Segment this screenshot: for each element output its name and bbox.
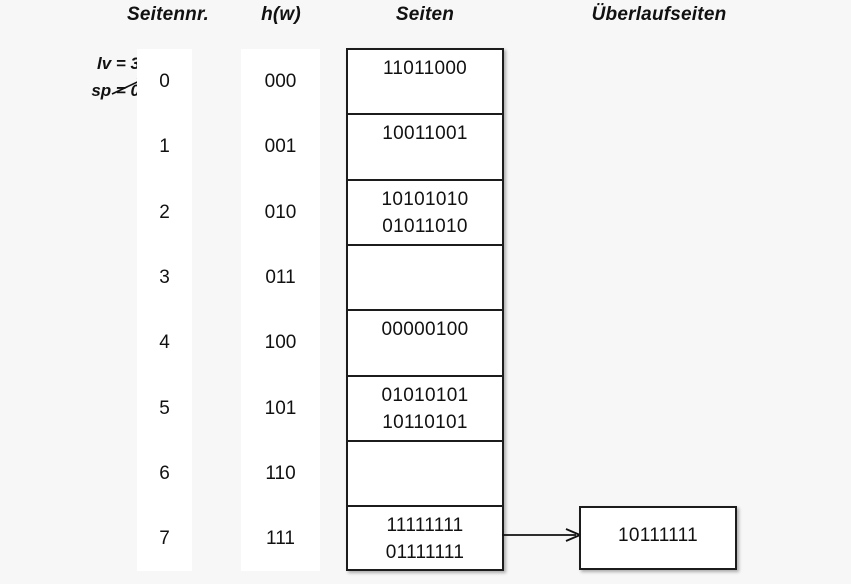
hash-cell: 101 <box>264 397 297 419</box>
bucket-entry: 01010101 <box>381 384 469 406</box>
column-header-page-number: Seitennr. <box>126 4 210 25</box>
column-header-hash: h(w) <box>261 4 301 25</box>
hash-cell: 010 <box>264 201 297 223</box>
page-number-cell: 3 <box>159 266 170 288</box>
bucket-entry: 10011001 <box>382 123 468 145</box>
page-number-cell: 7 <box>159 528 170 550</box>
page-bucket-empty <box>348 246 502 312</box>
page-bucket: 10101010 01011010 <box>348 181 502 247</box>
bucket-entry: 01111111 <box>385 542 465 564</box>
hash-cell: 100 <box>264 332 297 354</box>
page-bucket-empty <box>348 442 502 508</box>
page-bucket: 11111111 01111111 <box>348 507 502 572</box>
page-bucket: 10011001 <box>348 115 502 181</box>
hash-cell: 110 <box>265 462 296 484</box>
annotation-level: lv = 3 <box>96 54 140 73</box>
state-annotation: lv = 3 sp = 0 <box>30 50 140 104</box>
bucket-entry: 10101010 <box>381 188 469 210</box>
overflow-entry: 10111111 <box>618 525 698 546</box>
hash-column-background <box>241 49 320 571</box>
bucket-entry: 10110101 <box>382 411 468 433</box>
annotation-split-pointer: sp = 0 <box>91 81 140 100</box>
page-number-cell: 2 <box>159 201 170 223</box>
page-number-column-background <box>137 49 192 571</box>
page-bucket: 00000100 <box>348 311 502 377</box>
overflow-page-bucket: 10111111 <box>579 506 737 570</box>
page-number-cell: 1 <box>159 136 170 158</box>
page-bucket: 01010101 10110101 <box>348 377 502 443</box>
bucket-entry: 11011000 <box>382 58 468 79</box>
hash-cell: 111 <box>266 528 295 550</box>
column-header-pages: Seiten <box>395 4 455 25</box>
hash-cell: 000 <box>264 71 297 92</box>
overflow-link-arrow-icon <box>502 528 581 542</box>
pages-column: 11011000 10011001 10101010 01011010 0000… <box>346 48 504 571</box>
hash-cell: 001 <box>264 136 297 158</box>
page-number-cell: 4 <box>159 332 170 354</box>
page-number-cell: 5 <box>159 397 170 419</box>
page-number-cell: 0 <box>159 71 170 92</box>
bucket-entry: 11111111 <box>386 515 464 537</box>
hash-cell: 011 <box>265 266 296 288</box>
bucket-entry: 01011010 <box>382 215 468 237</box>
column-header-overflow-pages: Überlaufseiten <box>591 4 727 25</box>
page-bucket: 11011000 <box>348 50 502 116</box>
bucket-entry: 00000100 <box>381 319 469 341</box>
page-number-cell: 6 <box>159 462 170 484</box>
